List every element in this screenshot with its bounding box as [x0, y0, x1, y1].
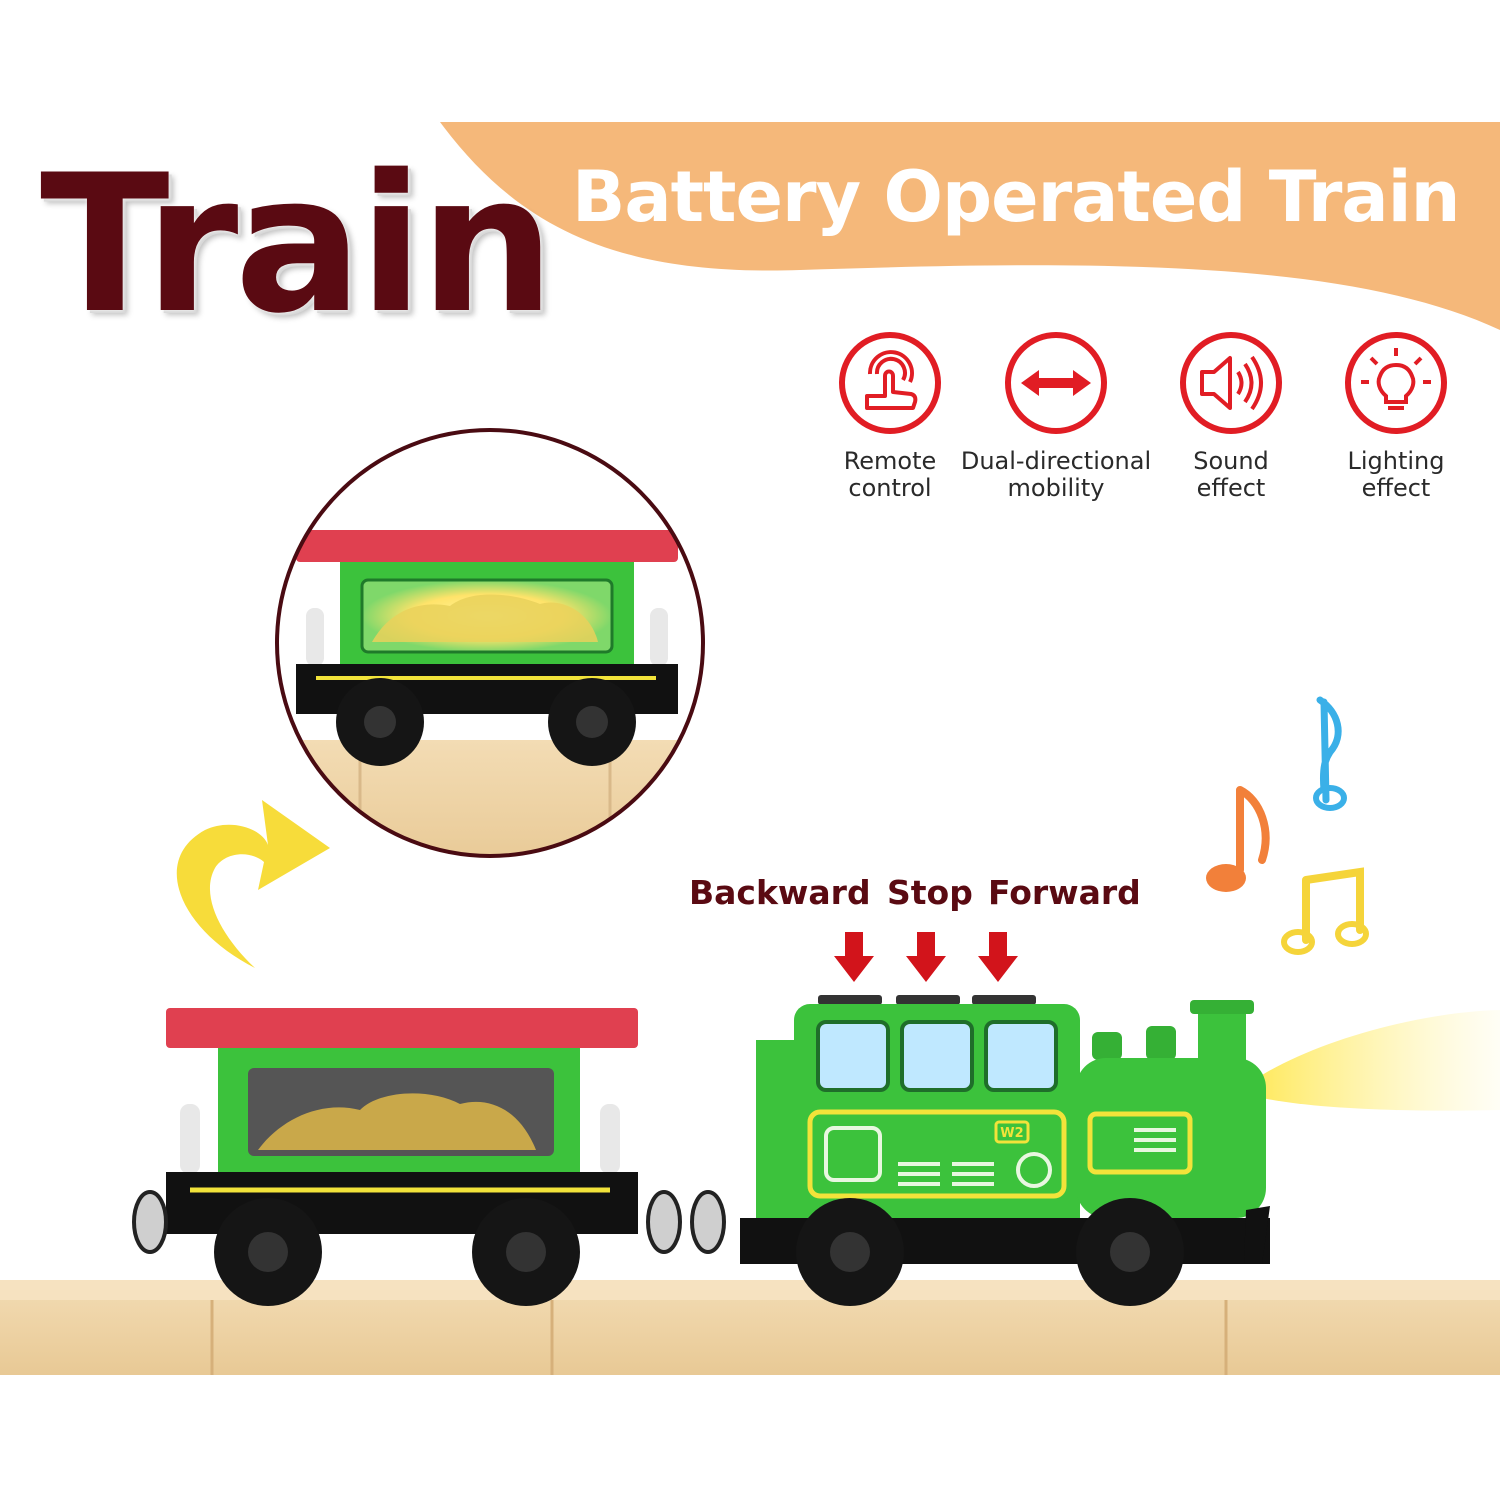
control-arrows — [834, 932, 1018, 982]
banner-title: Battery Operated Train — [572, 156, 1460, 238]
music-notes-icon — [1206, 696, 1369, 955]
feature-label: Remote control — [843, 447, 937, 502]
double-arrow-icon — [1005, 332, 1107, 434]
green-locomotive: W2 — [690, 995, 1270, 1306]
lightbulb-icon — [1345, 332, 1447, 434]
zoom-circle — [277, 430, 703, 856]
headlight-beam — [1262, 1010, 1500, 1111]
control-label-backward: Backward — [689, 873, 871, 912]
remote-touch-icon — [839, 332, 941, 434]
control-label-forward: Forward — [988, 873, 1141, 912]
yellow-arrow-icon — [176, 800, 330, 968]
feature-label: Sound effect — [1193, 447, 1269, 502]
wooden-track — [0, 1280, 1500, 1375]
speaker-icon — [1180, 332, 1282, 434]
page-title: Train — [40, 134, 555, 355]
control-label-stop: Stop — [887, 873, 973, 912]
engine-badge: W2 — [1000, 1126, 1023, 1141]
feature-label: Lighting effect — [1347, 447, 1445, 502]
freight-wagon — [132, 1008, 682, 1306]
feature-label: Dual-directional mobility — [960, 447, 1152, 502]
